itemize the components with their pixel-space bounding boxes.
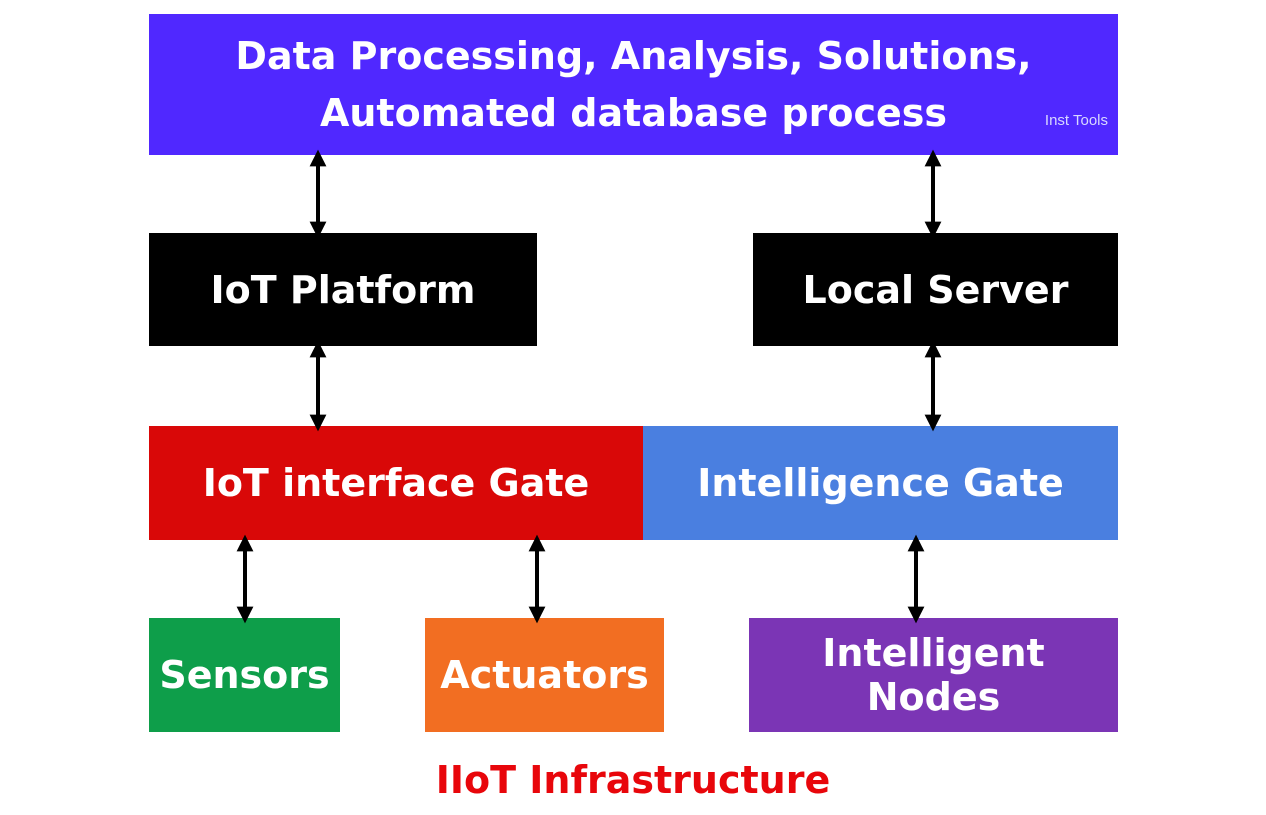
iot-interface-gate-label: IoT interface Gate [202,461,590,505]
intelligent-nodes-box: Intelligent Nodes [749,618,1118,732]
iot-interface-gate-box: IoT interface Gate [149,426,643,540]
iot-platform-label: IoT Platform [210,267,476,312]
intelligence-gate-label: Intelligence Gate [697,461,1064,505]
actuators-box: Actuators [425,618,664,732]
actuators-label: Actuators [440,653,649,697]
local-server-label: Local Server [802,267,1069,312]
intelligence-gate-box: Intelligence Gate [643,426,1118,540]
sensors-label: Sensors [159,653,330,697]
iot-platform-box: IoT Platform [149,233,537,346]
diagram-caption: IIoT Infrastructure [435,758,831,802]
data-processing-line-2: Automated database process [319,90,948,135]
data-processing-line-1: Data Processing, Analysis, Solutions, [235,33,1032,78]
intelligent-nodes-label: Intelligent Nodes [822,631,1045,719]
data-processing-box: Data Processing, Analysis, Solutions, Au… [149,14,1118,155]
local-server-box: Local Server [753,233,1118,346]
sensors-box: Sensors [149,618,340,732]
inst-tools-watermark: Inst Tools [1044,112,1108,129]
